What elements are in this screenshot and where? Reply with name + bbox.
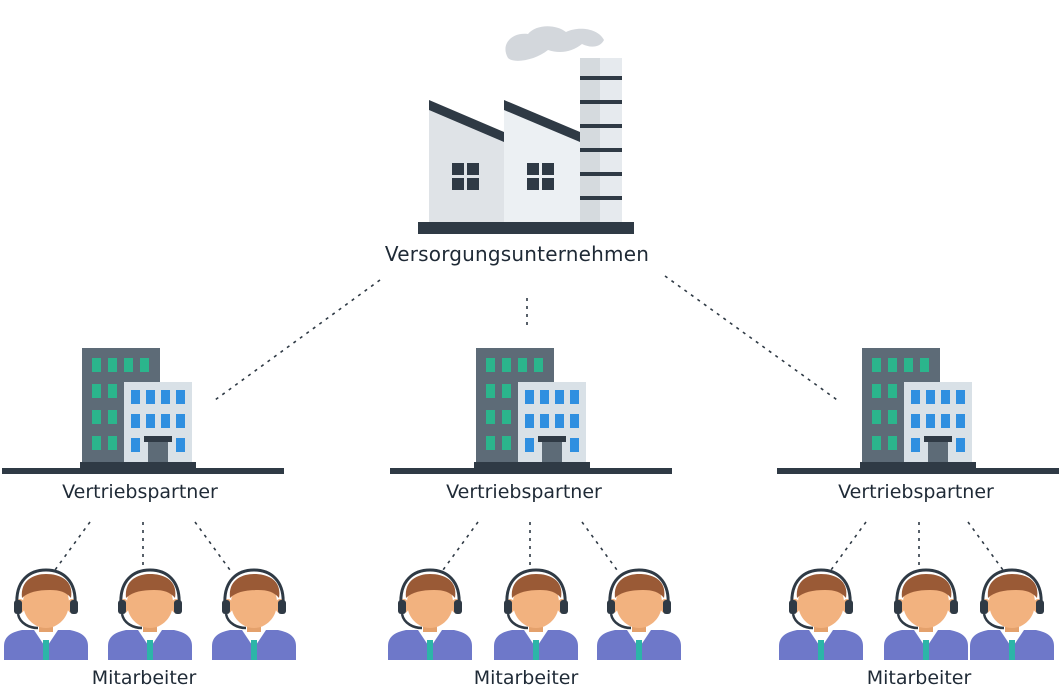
headset-agent-icon [210, 568, 298, 662]
partner-2 [390, 348, 672, 474]
connector-partner-2-employee-1 [442, 521, 479, 571]
headset-agent-icon [386, 568, 474, 662]
employees-partner-1 [2, 568, 298, 662]
partner-3-employees-label: Mitarbeiter [866, 667, 972, 689]
headset-agent-icon [595, 568, 683, 662]
partner-1-employees-label: Mitarbeiter [91, 667, 197, 689]
headset-agent-icon [968, 568, 1056, 662]
office-building-icon [80, 348, 196, 468]
connector-top-to-partner-3 [664, 275, 841, 403]
employees-partner-3 [777, 568, 1056, 662]
connector-partner-1-employee-3 [194, 521, 231, 571]
connector-partner-3-employee-3 [967, 521, 1004, 571]
factory-smoke [505, 26, 604, 61]
headset-agent-icon [2, 568, 90, 662]
partner-2-platform [390, 468, 672, 474]
factory-window [452, 163, 479, 190]
partner-2-employees-label: Mitarbeiter [473, 667, 579, 689]
connector-top-to-partner-1 [214, 279, 381, 401]
partner-1-platform [2, 468, 284, 474]
top-node-label: Versorgungsunternehmen [384, 242, 650, 266]
connector-partner-1-employee-1 [54, 521, 91, 571]
factory-icon [418, 26, 634, 234]
partner-3 [777, 348, 1059, 474]
headset-agent-icon [106, 568, 194, 662]
connector-partner-3-employee-1 [830, 521, 867, 571]
partner-3-platform [777, 468, 1059, 474]
employees-partner-2 [386, 568, 683, 662]
factory-window [527, 163, 554, 190]
partner-3-label: Vertriebspartner [838, 481, 994, 503]
headset-agent-icon [492, 568, 580, 662]
headset-agent-icon [882, 568, 970, 662]
factory-hall-left [429, 106, 504, 224]
partner-1 [2, 348, 284, 474]
partner-1-label: Vertriebspartner [62, 481, 218, 503]
connector-partner-2-employee-3 [581, 521, 618, 571]
headset-agent-icon [777, 568, 865, 662]
office-building-icon [474, 348, 590, 468]
office-building-icon [860, 348, 976, 468]
connector-lines [54, 275, 1004, 571]
partner-2-label: Vertriebspartner [446, 481, 602, 503]
factory-base [418, 222, 634, 234]
